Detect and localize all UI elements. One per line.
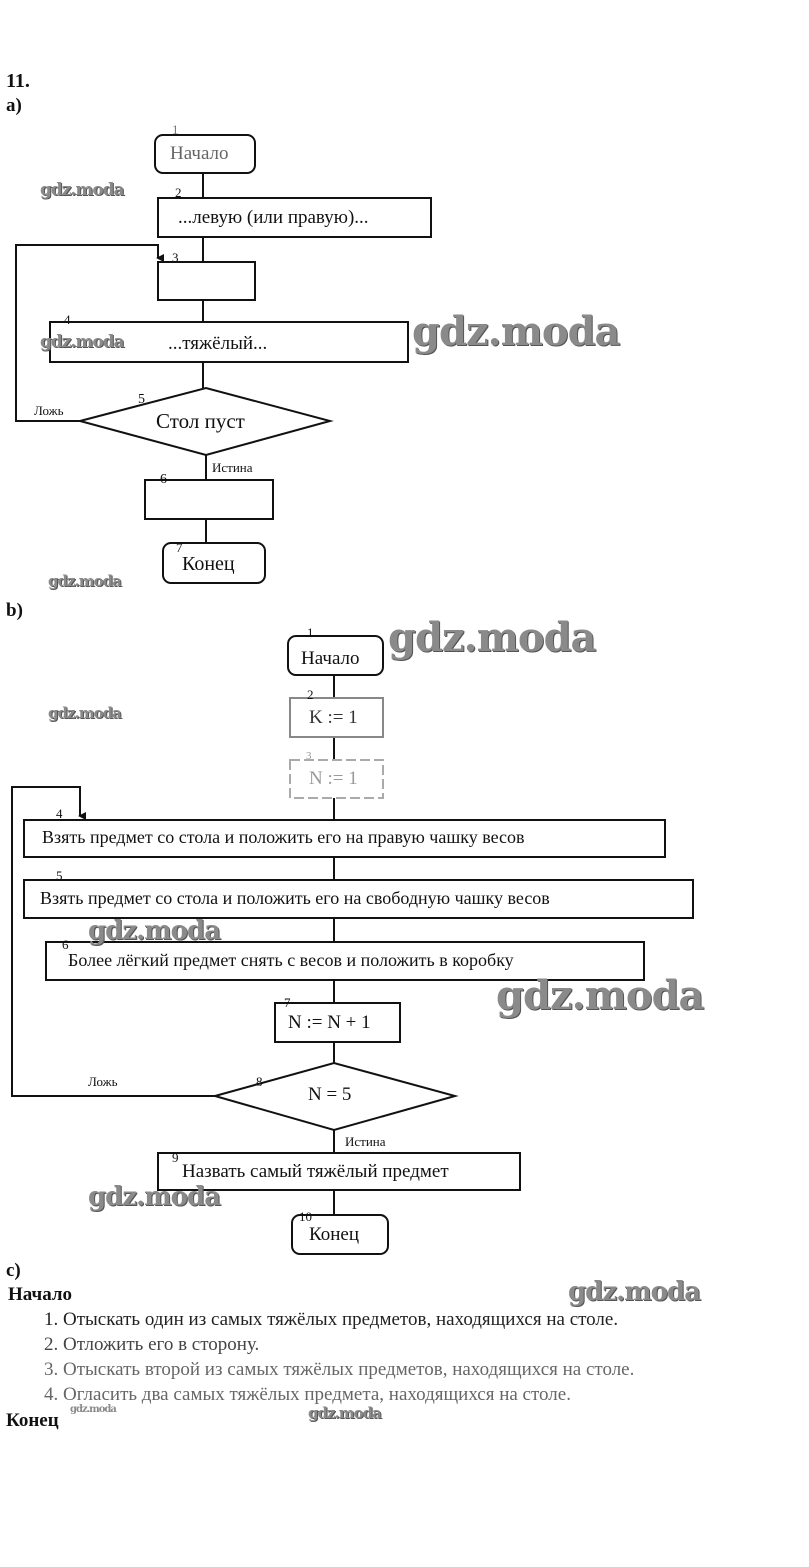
block-b-5 bbox=[23, 879, 694, 919]
flowchart-b bbox=[11, 635, 694, 1255]
block-number: 6 bbox=[160, 472, 167, 487]
block-number: 7 bbox=[176, 540, 183, 555]
true-label-a: Истина bbox=[212, 460, 253, 475]
watermark: gdz.moda bbox=[88, 916, 221, 946]
block-number: 6 bbox=[62, 937, 69, 952]
block-number: 3 bbox=[172, 250, 179, 265]
block-b-1-text: Начало bbox=[301, 648, 360, 669]
block-b-2-text: K := 1 bbox=[309, 707, 358, 728]
algorithm-step: 3. Отыскать второй из самых тяжёлых пред… bbox=[44, 1359, 635, 1380]
block-a-1-start bbox=[154, 134, 256, 174]
block-number: 9 bbox=[172, 1150, 179, 1165]
watermark: gdz.moda bbox=[88, 1182, 221, 1212]
block-a-1-text: Начало bbox=[170, 143, 229, 164]
part-a-label: a) bbox=[6, 95, 22, 116]
flowchart-a bbox=[15, 134, 432, 584]
algorithm-end: Конец bbox=[6, 1410, 59, 1431]
watermark: gdz.moda bbox=[388, 614, 596, 661]
watermark: gdz.moda bbox=[496, 972, 704, 1019]
block-number: 5 bbox=[56, 868, 63, 883]
block-a-2-text: ...левую (или правую)... bbox=[178, 207, 369, 228]
problem-number: 11. bbox=[6, 70, 30, 92]
watermark: gdz.moda bbox=[48, 572, 122, 590]
block-b-2 bbox=[289, 697, 384, 738]
watermark: gdz.moda bbox=[568, 1277, 701, 1307]
block-b-4 bbox=[23, 819, 666, 858]
block-b-5-text: Взять предмет со стола и положить его на… bbox=[40, 888, 550, 908]
algorithm-step: 1. Отыскать один из самых тяжёлых предме… bbox=[44, 1309, 619, 1330]
algorithm-step: 2. Отложить его в сторону. bbox=[44, 1334, 260, 1355]
block-b-9-text: Назвать самый тяжёлый предмет bbox=[182, 1161, 449, 1182]
block-b-10-end bbox=[291, 1214, 389, 1255]
block-number: 2 bbox=[307, 687, 314, 702]
block-a-5-text: Стол пуст bbox=[156, 409, 245, 433]
block-number: 1 bbox=[307, 625, 314, 640]
block-number: 4 bbox=[56, 806, 63, 821]
block-b-7 bbox=[274, 1002, 401, 1043]
block-a-7-end bbox=[162, 542, 266, 584]
watermark: gdz.moda bbox=[40, 332, 125, 352]
block-number: 4 bbox=[64, 312, 71, 327]
block-number: 5 bbox=[138, 392, 145, 407]
watermark: gdz.moda bbox=[48, 704, 122, 722]
block-number: 3 bbox=[306, 750, 312, 762]
block-a-6 bbox=[144, 479, 274, 520]
block-number: 10 bbox=[299, 1209, 312, 1224]
block-b-9 bbox=[157, 1152, 521, 1191]
block-a-4 bbox=[49, 321, 409, 363]
false-label-b: Ложь bbox=[88, 1074, 118, 1089]
block-b-3-text: N := 1 bbox=[309, 768, 358, 789]
block-number: 8 bbox=[256, 1074, 263, 1089]
watermark: gdz.moda bbox=[70, 1404, 117, 1415]
block-b-8-decision bbox=[211, 1061, 459, 1132]
block-number: 1 bbox=[172, 122, 179, 137]
block-a-5-decision bbox=[76, 386, 334, 457]
block-b-8-text: N = 5 bbox=[308, 1084, 352, 1105]
watermark: gdz.moda bbox=[412, 308, 620, 355]
block-b-1-start bbox=[287, 635, 384, 676]
block-number: 2 bbox=[175, 185, 182, 200]
block-a-2 bbox=[157, 197, 432, 238]
false-label-a: Ложь bbox=[34, 403, 64, 418]
block-number: 7 bbox=[284, 995, 291, 1010]
block-a-7-text: Конец bbox=[182, 553, 235, 575]
loop-arrow-b bbox=[11, 786, 215, 1097]
loop-arrow-a bbox=[15, 244, 164, 422]
block-b-6-text: Более лёгкий предмет снять с весов и пол… bbox=[68, 950, 514, 970]
block-a-4-text: ...тяжёлый... bbox=[168, 333, 268, 354]
algorithm-step: 4. Огласить два самых тяжёлых предмета, … bbox=[44, 1384, 571, 1405]
block-a-3 bbox=[157, 261, 256, 301]
watermark: gdz.moda bbox=[40, 180, 125, 200]
block-b-6 bbox=[45, 941, 645, 981]
block-b-4-text: Взять предмет со стола и положить его на… bbox=[42, 827, 525, 847]
block-b-10-text: Конец bbox=[309, 1224, 359, 1245]
part-c-label: c) bbox=[6, 1260, 21, 1281]
watermark: gdz.moda bbox=[308, 1404, 382, 1422]
block-b-3 bbox=[289, 759, 384, 799]
part-b-label: b) bbox=[6, 600, 23, 621]
block-b-7-text: N := N + 1 bbox=[288, 1012, 371, 1033]
true-label-b: Истина bbox=[345, 1134, 386, 1149]
algorithm-start: Начало bbox=[8, 1284, 73, 1305]
